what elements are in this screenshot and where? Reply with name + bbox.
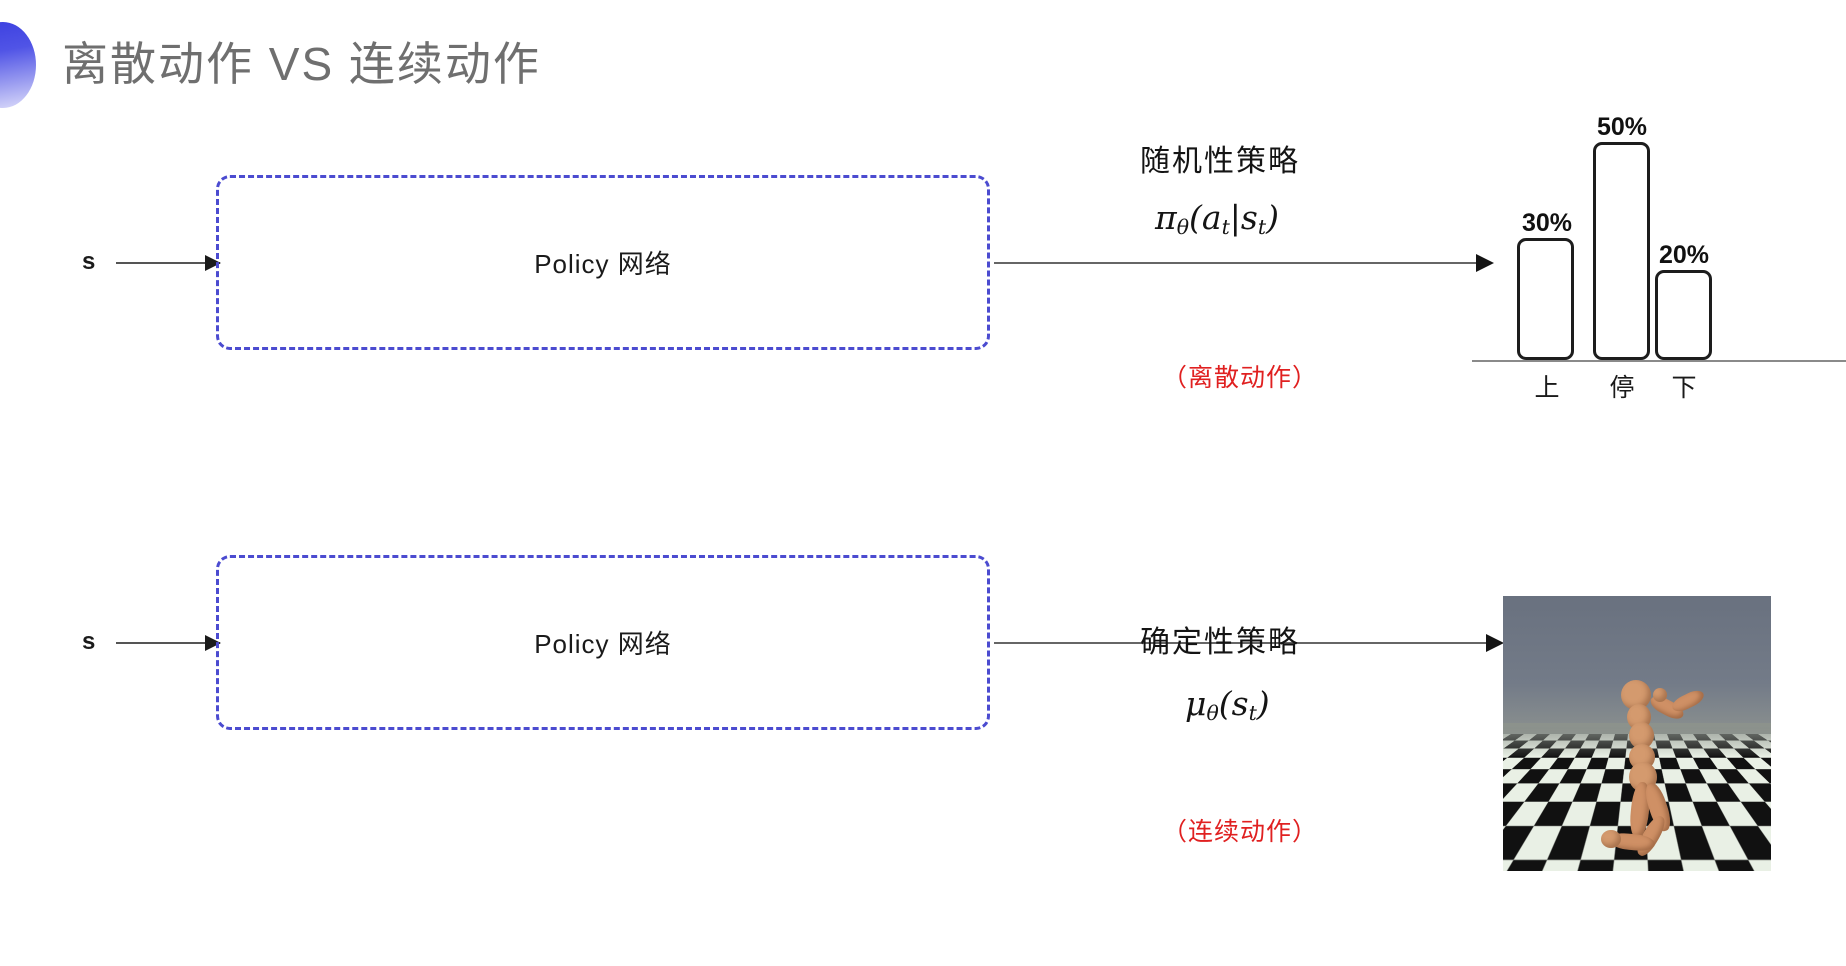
state-label-continuous: s (82, 628, 96, 655)
page-title: 离散动作 VS 连续动作 (62, 38, 541, 90)
action-probability-chart: 30% 上 50% 停 20% 下 (1472, 100, 1846, 410)
formula-theta-subscript: θ (1176, 215, 1190, 240)
formula-open-action: (a (1189, 198, 1222, 237)
output-arrow-continuous (994, 634, 1504, 652)
input-arrow-continuous (116, 635, 221, 651)
deterministic-policy-formula: μθ(st) (1185, 684, 1270, 725)
bar-category-2: 下 (1671, 374, 1697, 402)
deterministic-policy-title: 确定性策略 (1140, 626, 1300, 659)
formula-action-subscript: t (1221, 215, 1230, 240)
formula-close-paren-2: ) (1256, 684, 1270, 723)
state-label-discrete: s (82, 248, 96, 275)
bar-0 (1517, 238, 1574, 360)
policy-network-label-discrete: Policy 网络 (534, 249, 672, 279)
bar-category-0: 上 (1534, 374, 1560, 402)
formula-open-state: (s (1218, 684, 1249, 723)
slide-bottom-edge (0, 960, 1846, 966)
formula-theta-subscript-2: θ (1206, 701, 1219, 726)
bar-category-1: 停 (1609, 374, 1635, 402)
bar-value-2: 20% (1658, 241, 1710, 269)
input-arrow-discrete (116, 255, 221, 271)
humanoid-hand (1653, 688, 1667, 702)
formula-state-subscript-2: t (1248, 701, 1257, 726)
policy-network-box-continuous[interactable]: Policy 网络 (216, 555, 990, 730)
output-arrow-discrete (994, 254, 1494, 272)
stochastic-policy-formula: πθ(at|st) (1155, 198, 1279, 239)
title-bullet-icon (0, 22, 36, 108)
stochastic-policy-title: 随机性策略 (1140, 145, 1300, 178)
bar-2 (1655, 270, 1712, 360)
chart-x-axis (1472, 360, 1846, 362)
discrete-action-note: （离散动作） (1162, 364, 1319, 392)
bar-value-1: 50% (1596, 113, 1648, 141)
formula-state-subscript: t (1257, 215, 1267, 240)
humanoid-foot (1601, 830, 1621, 848)
formula-close-paren: ) (1266, 198, 1279, 237)
formula-mu-symbol: μ (1185, 684, 1207, 723)
formula-given-state: |s (1229, 198, 1258, 237)
formula-pi-symbol: π (1155, 198, 1177, 237)
policy-network-box-discrete[interactable]: Policy 网络 (216, 175, 990, 350)
bar-1 (1593, 142, 1650, 360)
policy-network-label-continuous: Policy 网络 (534, 629, 672, 659)
continuous-action-note: （连续动作） (1162, 818, 1319, 846)
bar-value-0: 30% (1521, 209, 1573, 237)
humanoid-simulation-image (1503, 596, 1771, 871)
